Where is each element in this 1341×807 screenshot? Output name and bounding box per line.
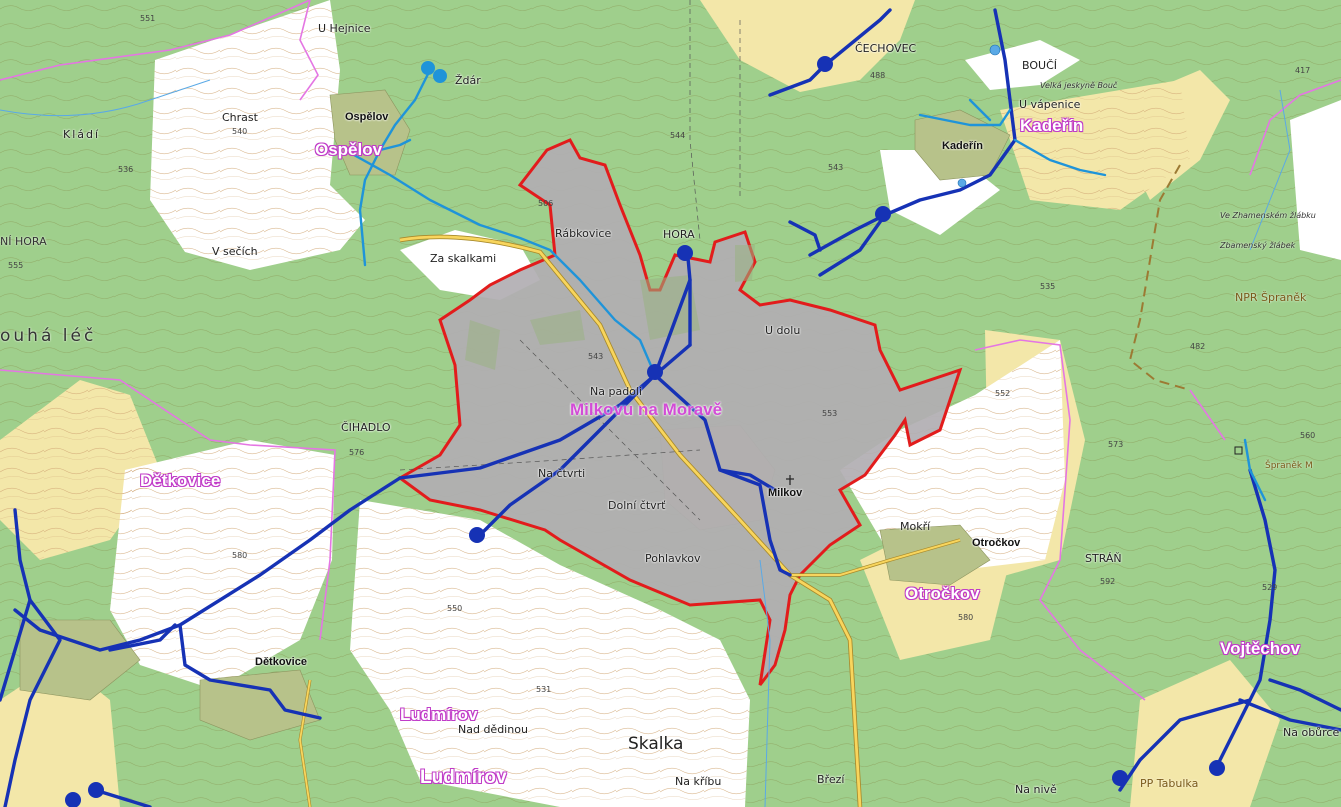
focus-area-label: Milkovu na Moravě: [570, 400, 723, 419]
place-label: Na kříbu: [675, 775, 722, 788]
area-label: NÍ HORA: [0, 235, 47, 248]
village-label-kaderin: Kadeřín: [942, 140, 983, 152]
elevation-label: 555: [8, 261, 24, 270]
place-label: Na nivě: [1015, 783, 1057, 796]
paths: [399, 0, 741, 521]
small-label: Ve Zhamenském žlábku: [1220, 211, 1316, 220]
region-label-kaderin: Kadeřín: [1020, 116, 1084, 135]
reservoir-icons: [957, 44, 1001, 188]
water-node-icon: [433, 69, 447, 83]
elevation-label: 535: [1040, 282, 1056, 291]
place-label: U Hejnice: [318, 22, 371, 35]
streams: [0, 79, 1291, 807]
place-label: Ždár: [455, 74, 481, 87]
place-label: Na padoli: [590, 385, 643, 398]
elevation-label: 529: [1262, 583, 1278, 592]
place-label: ČIHADLO: [341, 421, 391, 434]
place-label: Kládí: [63, 128, 101, 141]
place-label: ČECHOVEC: [855, 42, 917, 55]
place-label: HORA: [663, 228, 695, 241]
elevation-label: 531: [536, 685, 552, 694]
water-node-icon: [1112, 770, 1128, 786]
spring-node-icons: [421, 61, 447, 83]
small-label: Velká jeskyně Bouč: [1040, 81, 1118, 90]
place-label: Březí: [817, 773, 845, 786]
region-label-ludmirov: Ludmírov: [400, 705, 478, 724]
elevation-label: 544: [670, 131, 686, 140]
region-label-ludmirov-2: Ludmírov: [420, 767, 507, 788]
place-label: Na obůrce: [1283, 726, 1340, 739]
elevation-label: 580: [958, 613, 974, 622]
place-label: Na čtvrti: [538, 467, 586, 480]
water-node-icon: [421, 61, 435, 75]
place-label: Mokří: [900, 520, 931, 533]
region-label-otrockov: Otročkov: [905, 584, 980, 603]
contour-lines: [0, 0, 1190, 807]
reserve-label: Špraněk M: [1265, 461, 1313, 471]
elevation-label: 552: [995, 389, 1011, 398]
elevation-label: 543: [828, 163, 844, 172]
water-node-icon: [677, 245, 693, 261]
elevation-label: 540: [232, 127, 248, 136]
water-node-icon: [1209, 760, 1225, 776]
water-node-icon: [65, 792, 81, 807]
village-label-otrockov: Otročkov: [972, 537, 1021, 549]
elevation-label: 550: [447, 604, 463, 613]
place-label: Skalka: [628, 734, 684, 754]
focus-area-interior: [465, 245, 755, 370]
place-label: Chrast: [222, 111, 258, 124]
reservoir-icon: [957, 178, 967, 188]
place-label: U dolu: [765, 324, 801, 337]
elevation-label: 488: [870, 71, 886, 80]
village-label-ospelov: Ospělov: [345, 111, 389, 123]
water-node-icon: [647, 364, 663, 380]
region-label-vojtechov: Vojtěchov: [1220, 639, 1300, 658]
elevation-label: 417: [1295, 66, 1311, 75]
village-label-detkovice: Dětkovice: [255, 656, 307, 668]
small-label: Zbamenský žlábek: [1220, 241, 1296, 250]
place-label: U vápenice: [1019, 98, 1081, 111]
reservoir-icon: [989, 44, 1001, 56]
place-label: Dolní čtvrť: [608, 499, 666, 512]
elevation-label: 536: [118, 165, 134, 174]
elevation-label: 551: [140, 14, 156, 23]
water-branch-lines: [343, 68, 1267, 502]
elevation-label: 576: [349, 448, 365, 457]
elevation-label: 543: [588, 352, 604, 361]
water-node-icon: [817, 56, 833, 72]
elevation-label: 482: [1190, 342, 1206, 351]
region-label-detkovice: Dětkovice: [140, 471, 221, 490]
elevation-label: 553: [822, 409, 838, 418]
area-label: ouhá léč: [0, 326, 97, 346]
reserve-label: PP Tabulka: [1140, 777, 1199, 790]
elevation-label: 592: [1100, 577, 1116, 586]
water-node-icon: [469, 527, 485, 543]
district-boundaries: [0, 0, 1341, 701]
place-label: Rábkovice: [555, 227, 612, 240]
elevation-label: 580: [232, 551, 248, 560]
elevation-label: 573: [1108, 440, 1124, 449]
place-label: Nad dědinou: [458, 723, 528, 736]
building-icon: [1234, 446, 1243, 455]
water-node-icon: [875, 206, 891, 222]
region-label-ospelov: Ospělov: [315, 140, 383, 159]
reserve-boundary: [1128, 164, 1191, 391]
water-node-icon: [88, 782, 104, 798]
elevation-label: 560: [1300, 431, 1316, 440]
place-label: V sečích: [212, 245, 258, 258]
focus-area-polygon: [397, 138, 963, 686]
elevation-label: 506: [538, 199, 554, 208]
place-label: Za skalkami: [430, 252, 497, 265]
water-node-icons: [65, 56, 1225, 807]
reserve-label: NPR Špraněk: [1235, 291, 1307, 304]
place-label: STRÁŇ: [1085, 552, 1122, 565]
roads: [298, 234, 961, 807]
village-label-milkov: Milkov: [768, 487, 803, 499]
church-icon: [786, 475, 794, 485]
place-label: Pohlavkov: [645, 552, 701, 565]
place-label: BOUČÍ: [1022, 59, 1057, 72]
